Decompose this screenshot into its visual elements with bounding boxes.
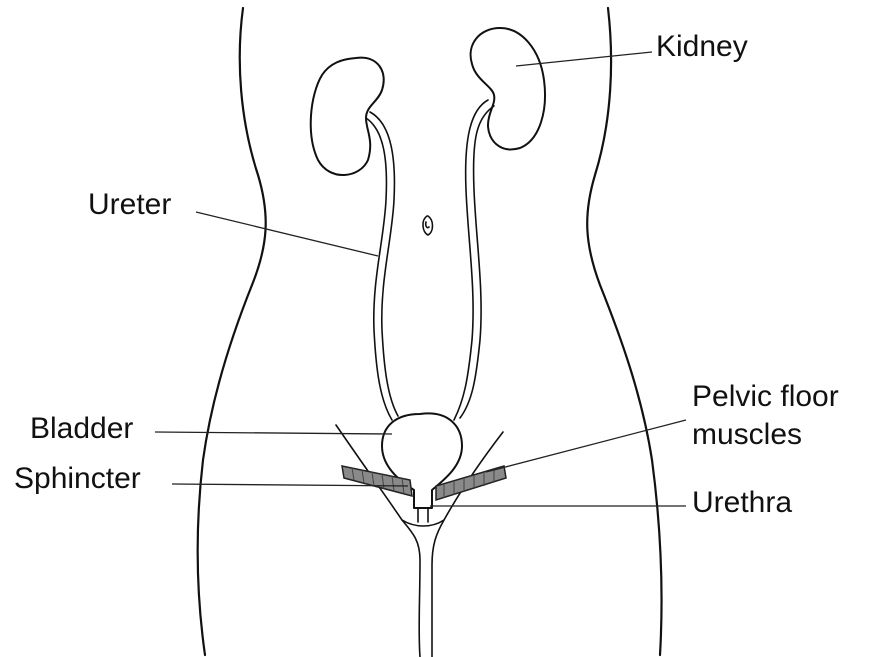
ureter-label: Ureter: [88, 188, 171, 222]
ureter-leader: [196, 212, 378, 256]
right-ureter: [454, 100, 488, 420]
sphincter-label: Sphincter: [14, 462, 141, 496]
urethra: [418, 508, 428, 522]
body-left-outline: [198, 8, 266, 655]
left-ureter-inner: [370, 112, 398, 416]
body-right-outline: [587, 8, 661, 655]
navel: [423, 216, 433, 235]
pelvic-floor-leader: [486, 420, 686, 472]
bladder-leader: [155, 432, 392, 434]
bladder-label: Bladder: [30, 412, 133, 446]
right-ureter-inner: [460, 106, 494, 418]
left-kidney: [311, 58, 384, 175]
left-ureter: [366, 118, 392, 420]
urethra-label: Urethra: [692, 486, 792, 520]
pelvic-floor-label-line1: Pelvic floor: [692, 380, 839, 414]
right-kidney: [471, 28, 545, 149]
kidney-label: Kidney: [656, 30, 748, 64]
pelvic-floor-label-line2: muscles: [692, 418, 802, 452]
pelvis-base: [402, 520, 444, 526]
